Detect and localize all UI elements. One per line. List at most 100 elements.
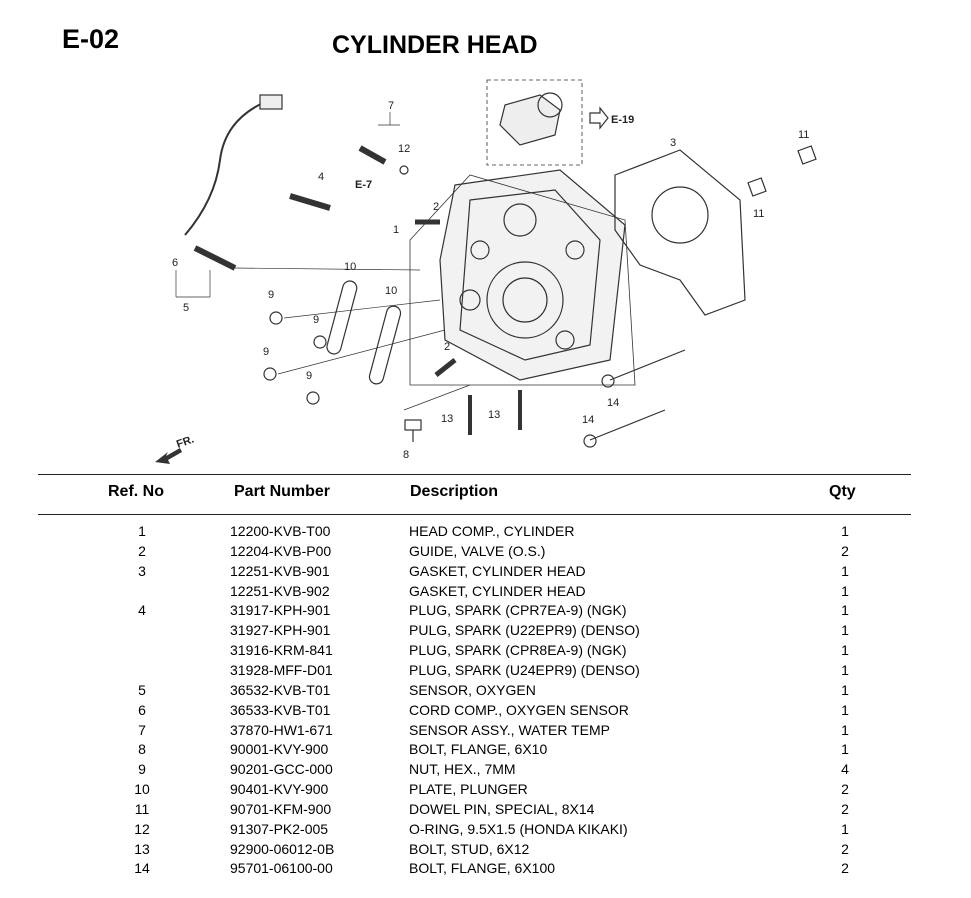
callout-label: 10 xyxy=(344,261,356,273)
callout-label: 11 xyxy=(753,208,764,220)
qty-cell: 2 xyxy=(841,542,849,559)
header-qty: Qty xyxy=(829,483,856,500)
arrow-right-icon xyxy=(589,106,609,130)
description-cell: SENSOR, OXYGEN xyxy=(409,681,536,698)
qty-cell: 1 xyxy=(841,741,849,758)
front-direction-arrow-icon xyxy=(155,448,182,464)
ref-no-cell: 14 xyxy=(134,860,150,877)
qty-cell: 2 xyxy=(841,860,849,877)
qty-cell: 2 xyxy=(841,840,849,857)
description-cell: BOLT, FLANGE, 6X100 xyxy=(409,860,556,877)
thermostat-part xyxy=(499,92,563,146)
callout-label: 9 xyxy=(268,289,274,301)
part-number-cell: 12200-KVB-T00 xyxy=(230,523,331,539)
callout-label: 9 xyxy=(313,314,319,326)
gasket-illustration xyxy=(614,149,746,316)
description-cell: PLATE, PLUNGER xyxy=(409,781,528,798)
ref-no-cell: 7 xyxy=(138,721,146,738)
part-number-cell: 90401-KVY-900 xyxy=(230,781,329,798)
table-row: 12 91307-PK2-005 O-RING, 9.5X1.5 (HONDA KI… xyxy=(0,821,971,841)
ref-no-cell: 6 xyxy=(138,701,146,718)
callout-label: 14 xyxy=(607,397,619,409)
qty-cell: 1 xyxy=(841,661,849,678)
ref-no-cell: 8 xyxy=(138,741,146,758)
callout-label: E-7 xyxy=(355,179,372,191)
description-cell: HEAD COMP., CYLINDER xyxy=(409,523,575,539)
qty-cell: 1 xyxy=(841,622,849,639)
callout-label: 2 xyxy=(433,201,439,213)
description-cell: GASKET, CYLINDER HEAD xyxy=(409,562,586,579)
ref-no-cell: 5 xyxy=(138,681,146,698)
callout-label: 1 xyxy=(393,224,399,236)
cylinder-head-illustration xyxy=(439,169,626,381)
qty-cell: 1 xyxy=(841,681,849,698)
part-number-cell: 12251-KVB-902 xyxy=(230,582,330,599)
part-number-cell: 90201-GCC-000 xyxy=(230,761,333,778)
callout-label: 2 xyxy=(444,341,450,353)
description-cell: GUIDE, VALVE (O.S.) xyxy=(409,542,546,559)
table-top-rule xyxy=(38,474,911,475)
callout-label: FR. xyxy=(175,433,196,450)
callout-label: 8 xyxy=(403,449,409,461)
part-number-cell: 12204-KVB-P00 xyxy=(230,542,332,559)
table-row: 2 12204-KVB-P00 GUIDE, VALVE (O.S.) 2 xyxy=(0,543,971,563)
description-cell: CORD COMP., OXYGEN SENSOR xyxy=(409,701,629,718)
part-number-cell: 95701-06100-00 xyxy=(230,860,333,877)
table-row: 6 36533-KVB-T01 CORD COMP., OXYGEN SENSOR 1 xyxy=(0,702,971,722)
part-number-cell: 31916-KRM-841 xyxy=(230,642,333,659)
part-number-cell: 36533-KVB-T01 xyxy=(230,701,331,718)
callout-label: 13 xyxy=(441,413,453,425)
qty-cell: 2 xyxy=(841,800,849,817)
ref-no-cell: 11 xyxy=(134,800,150,817)
part-number-cell: 31917-KPH-901 xyxy=(230,602,331,619)
ref-no-cell: 1 xyxy=(138,523,146,539)
callout-label: 14 xyxy=(582,414,594,426)
description-cell: O-RING, 9.5X1.5 (HONDA KIKAKI) xyxy=(409,820,628,837)
exploded-parts-diagram: 7 12 4 E-7 2 1 6 5 10 9 9 9 9 10 2 13 13… xyxy=(155,79,817,464)
description-cell: PLUG, SPARK (CPR8EA-9) (NGK) xyxy=(409,642,627,659)
part-number-cell: 92900-06012-0B xyxy=(230,840,335,857)
ref-no-cell: 12 xyxy=(134,820,150,837)
qty-cell: 1 xyxy=(841,701,849,718)
callout-label: E-19 xyxy=(611,114,634,126)
description-cell: PLUG, SPARK (CPR7EA-9) (NGK) xyxy=(409,602,627,619)
callout-label: 10 xyxy=(385,285,397,297)
ref-no-cell: 2 xyxy=(138,542,146,559)
callout-label: 3 xyxy=(670,137,676,149)
callout-label: 9 xyxy=(306,370,312,382)
callout-label: 12 xyxy=(398,143,410,155)
header-part-number: Part Number xyxy=(234,483,331,500)
table-row: 14 95701-06100-00 BOLT, FLANGE, 6X100 2 xyxy=(0,860,971,880)
part-number-cell: 90701-KFM-900 xyxy=(230,800,332,817)
qty-cell: 1 xyxy=(841,820,849,837)
qty-cell: 1 xyxy=(841,582,849,599)
header-description: Description xyxy=(410,483,499,500)
part-number-cell: 91307-PK2-005 xyxy=(230,820,329,837)
section-code: E-02 xyxy=(62,24,120,54)
callout-label: 13 xyxy=(488,409,500,421)
table-row: 7 37870-HW1-671 SENSOR ASSY., WATER TEMP 1 xyxy=(0,722,971,742)
ref-no-cell: 13 xyxy=(134,840,150,857)
callout-label: 11 xyxy=(798,129,809,141)
callout-label: 7 xyxy=(388,100,394,112)
callout-label: 9 xyxy=(263,346,269,358)
description-cell: SENSOR ASSY., WATER TEMP xyxy=(409,721,610,738)
qty-cell: 1 xyxy=(841,721,849,738)
description-cell: BOLT, FLANGE, 6X10 xyxy=(409,741,548,758)
part-number-cell: 12251-KVB-901 xyxy=(230,562,330,579)
ref-no-cell: 9 xyxy=(138,761,146,778)
description-cell: PULG, SPARK (U22EPR9) (DENSO) xyxy=(409,622,640,639)
description-cell: NUT, HEX., 7MM xyxy=(409,761,516,778)
callout-label: 4 xyxy=(318,171,324,183)
page-title: CYLINDER HEAD xyxy=(332,31,538,59)
part-number-cell: 37870-HW1-671 xyxy=(230,721,333,738)
